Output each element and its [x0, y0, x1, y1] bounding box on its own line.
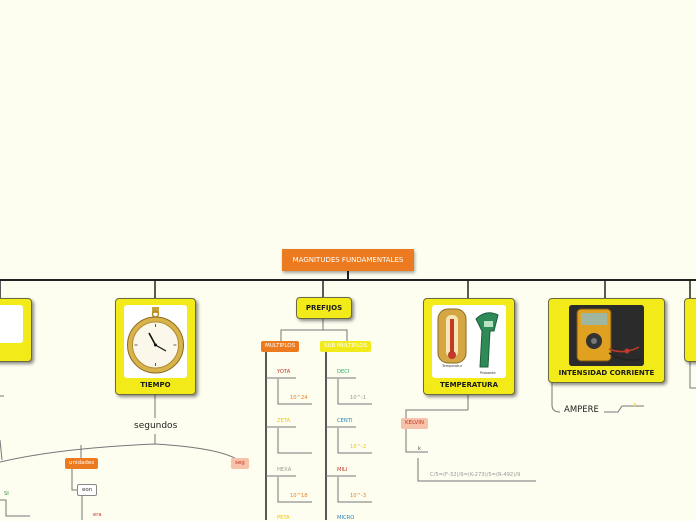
multiplo-name[interactable]: ZETA — [277, 418, 291, 424]
a-label[interactable]: A — [633, 403, 637, 409]
segundos-label[interactable]: segundos — [134, 421, 178, 431]
submultiplo-name[interactable]: CENTI — [337, 418, 353, 424]
seg-tag[interactable]: seg — [231, 458, 249, 469]
ampere-label[interactable]: AMPERE — [564, 405, 599, 415]
multiplo-value: 10^18 — [290, 493, 308, 499]
multiplo-value: 10^24 — [290, 395, 308, 401]
formula-label[interactable]: C/5=(F-32)/9=(K-273)/5=(R-492)/9 — [430, 472, 521, 478]
submultiplo-value: 10^-3 — [350, 493, 367, 499]
unidades-tag[interactable]: unidades — [65, 458, 99, 469]
submultiplo-name[interactable]: MICRO — [337, 515, 355, 521]
submultiplos-tag[interactable]: SUB MULTIPLOS — [320, 341, 372, 352]
root-node-magnitudes-fundamentales[interactable]: MAGNITUDES FUNDAMENTALES — [282, 249, 414, 271]
k-label[interactable]: k — [418, 446, 422, 452]
card-prefijos[interactable]: PREFIJOS — [296, 297, 352, 319]
era-label[interactable]: era — [93, 512, 102, 518]
kelvin-tag[interactable]: KELVIN — [401, 418, 429, 429]
card-intensidad-corriente[interactable]: INTENSIDAD CORRIENTE — [548, 298, 665, 383]
prefijos-title: PREFIJOS — [305, 304, 343, 312]
multiplo-value: 10^21 — [296, 444, 314, 450]
multiplo-name[interactable]: PETA — [277, 515, 290, 521]
submultiplo-value: 10^-1 — [350, 395, 367, 401]
multiplo-name[interactable]: HEXA — [277, 467, 292, 473]
si-label: SI — [4, 491, 9, 497]
left-card-photo — [0, 305, 23, 343]
multiplo-name[interactable]: YOTA — [277, 369, 291, 375]
submultiplo-name[interactable]: MILI — [337, 467, 348, 473]
thermometer-image: Temperatur Probante — [432, 305, 506, 378]
photo-right-caption: Probante — [480, 371, 496, 375]
multimeter-image — [569, 305, 644, 366]
eon-tag[interactable]: eon — [77, 484, 98, 496]
card-temperatura[interactable]: Temperatur Probante TEMPERATURA — [423, 298, 515, 395]
tiempo-title: TIEMPO — [140, 381, 171, 389]
submultiplo-name[interactable]: DECI — [337, 369, 350, 375]
photo-left-caption: Temperatur — [442, 364, 463, 368]
stopwatch-image — [124, 305, 187, 378]
card-tiempo[interactable]: TIEMPO — [115, 298, 196, 395]
card-right-partial[interactable] — [684, 298, 696, 362]
temperatura-title: TEMPERATURA — [440, 381, 498, 389]
card-left-partial[interactable] — [0, 298, 32, 362]
intensidad-title: INTENSIDAD CORRIENTE — [558, 369, 655, 377]
multiplos-tag[interactable]: MULTIPLOS — [261, 341, 300, 352]
submultiplo-value: 10^-2 — [350, 444, 367, 450]
